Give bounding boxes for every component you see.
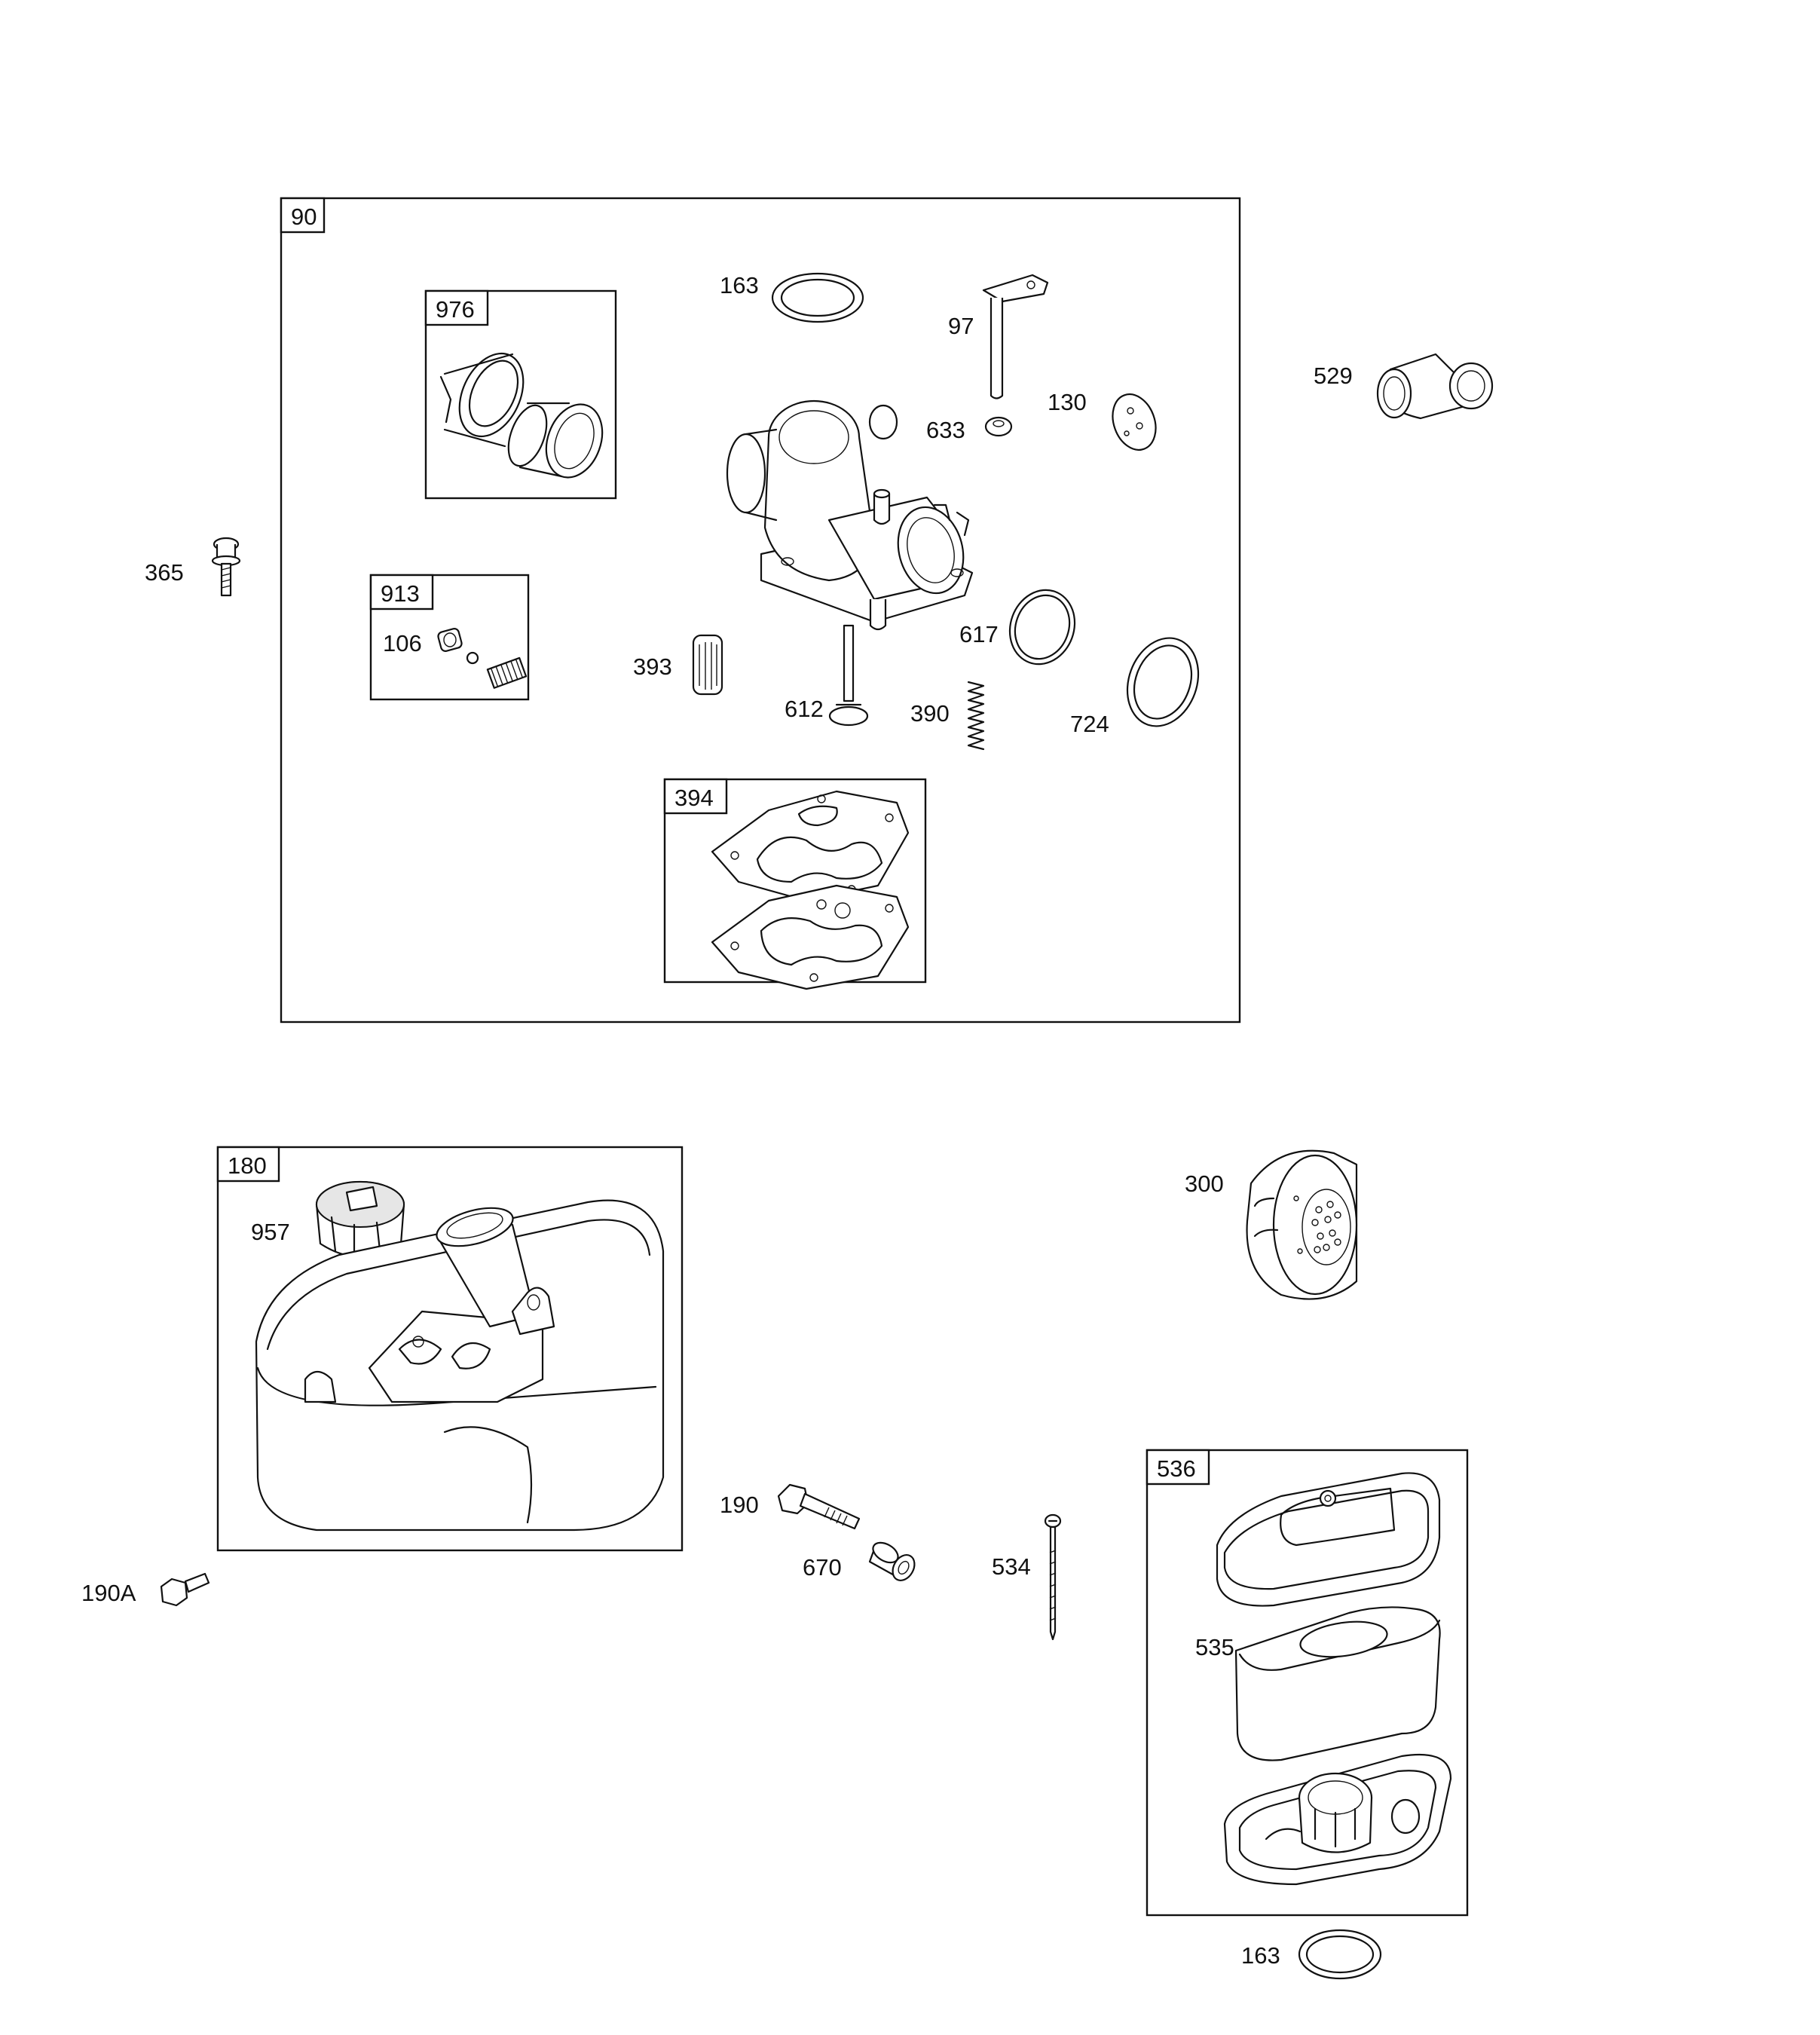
- label-633: 633: [926, 417, 965, 443]
- assembly-box-90: [280, 197, 1241, 1024]
- part-190-bolt: [777, 1483, 861, 1530]
- part-190a-bolt: [160, 1572, 210, 1607]
- label-130: 130: [1048, 389, 1087, 415]
- tag-box-394: [663, 778, 728, 815]
- label-913: 913: [381, 580, 420, 607]
- part-130-plate: [1112, 393, 1157, 451]
- label-163-bottom: 163: [1241, 1942, 1280, 1969]
- label-180: 180: [228, 1152, 267, 1179]
- part-670-spacer: [868, 1541, 916, 1581]
- part-106-check-ball-kit: [437, 628, 528, 689]
- label-390: 390: [910, 700, 950, 727]
- label-670: 670: [803, 1554, 842, 1581]
- label-190a: 190A: [81, 1580, 136, 1606]
- part-180-fuel-tank: [255, 1199, 665, 1532]
- part-393-nozzle: [692, 634, 723, 696]
- part-300-muffler: [1246, 1149, 1358, 1300]
- label-90: 90: [291, 204, 317, 230]
- label-617: 617: [959, 621, 999, 647]
- part-534-screw: [1044, 1513, 1062, 1641]
- assembly-box-913: [369, 574, 530, 701]
- tag-box-913: [369, 574, 434, 610]
- part-394-gasket-kit: [711, 790, 910, 990]
- label-365: 365: [145, 559, 184, 586]
- label-106: 106: [383, 630, 422, 656]
- label-300: 300: [1185, 1171, 1224, 1197]
- label-536: 536: [1157, 1455, 1196, 1482]
- part-976-adapter: [439, 352, 604, 479]
- tag-box-976: [424, 289, 489, 326]
- part-97-shaft: [982, 274, 1049, 399]
- part-163-gasket-bottom: [1298, 1929, 1382, 1980]
- part-617-oring: [1008, 589, 1076, 666]
- label-535: 535: [1195, 1634, 1234, 1660]
- label-957: 957: [251, 1219, 290, 1245]
- assembly-box-180: [216, 1146, 684, 1552]
- label-97: 97: [948, 313, 974, 339]
- label-393: 393: [633, 653, 672, 680]
- label-163-top: 163: [720, 272, 759, 298]
- part-163-gasket: [771, 272, 864, 323]
- part-724-gasket: [1126, 637, 1200, 727]
- assembly-box-536: [1146, 1449, 1469, 1917]
- tag-box-180: [216, 1146, 280, 1183]
- part-536-air-cleaner-cover: [1216, 1472, 1441, 1607]
- label-529: 529: [1314, 363, 1353, 389]
- label-534: 534: [992, 1553, 1031, 1580]
- part-535-filter: [1234, 1606, 1441, 1761]
- label-724: 724: [1070, 711, 1109, 737]
- part-carburetor-body: [726, 399, 974, 631]
- label-190: 190: [720, 1492, 759, 1518]
- tag-box-90: [280, 197, 326, 234]
- label-612: 612: [785, 696, 824, 722]
- label-976: 976: [436, 296, 475, 323]
- label-394: 394: [674, 785, 714, 811]
- part-612-bowl-nut: [828, 624, 869, 727]
- part-529-elbow: [1376, 353, 1494, 420]
- part-air-cleaner-base: [1223, 1753, 1452, 1886]
- part-390-spring: [967, 681, 985, 751]
- tag-box-536: [1146, 1449, 1210, 1486]
- part-365-screw: [211, 537, 241, 597]
- part-633-seal: [984, 416, 1013, 437]
- assembly-box-976: [424, 289, 617, 500]
